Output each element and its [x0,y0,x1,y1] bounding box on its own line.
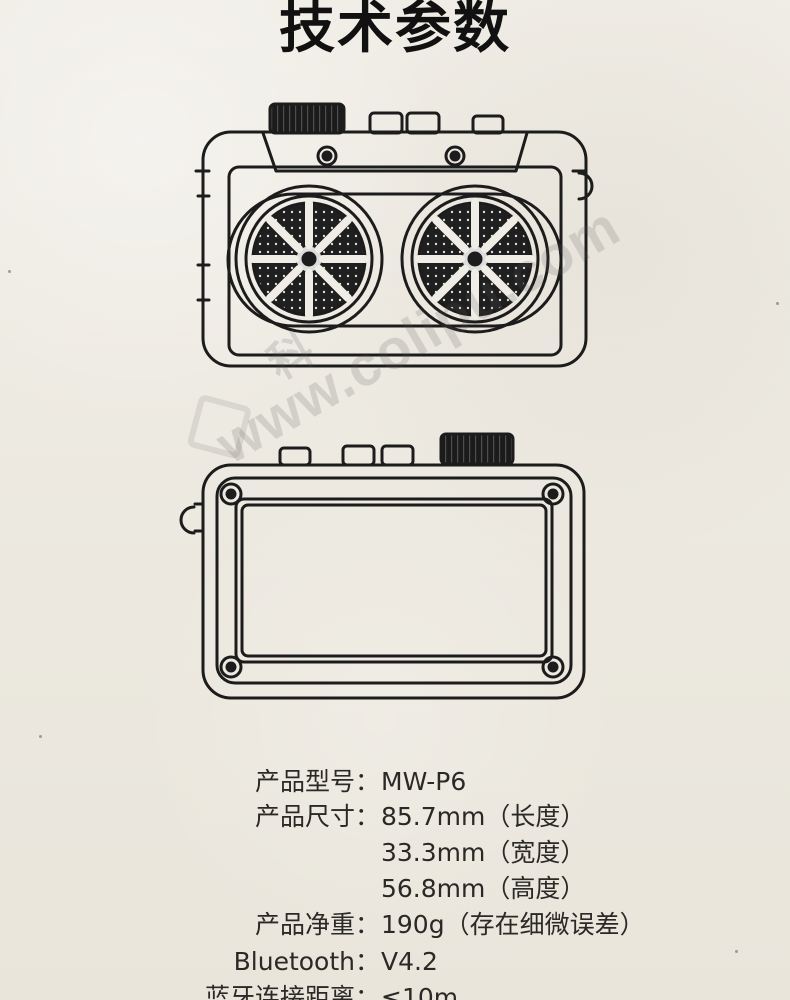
spec-label: 产品型号： [254,767,380,796]
spec-value: V4.2 [381,947,438,976]
page-title: 技术参数 [279,0,511,61]
spec-value: 85.7mm（长度） [381,802,586,831]
paper-speck [776,302,779,305]
spec-row-model: 产品型号： MW-P6 [0,764,790,800]
spec-value: 190g（存在细微误差） [381,910,645,939]
spec-label: Bluetooth： [233,947,380,976]
spec-label: 产品净重： [254,910,380,939]
spec-row-range: 蓝牙连接距离： ≤10m [0,980,790,1000]
spec-value: ≤10m [381,983,459,1000]
speaker-back-icon [179,432,586,700]
paper-speck [735,950,738,953]
paper-speck [8,270,11,273]
paper-speck [39,735,42,738]
spec-value: 56.8mm（高度） [381,874,586,903]
spec-value: 33.3mm（宽度） [381,838,586,867]
spec-label: 蓝牙连接距离： [204,983,380,1000]
spec-row-weight: 产品净重： 190g（存在细微误差） [0,907,790,943]
spec-row-height: 56.8mm（高度） [0,871,790,907]
spec-row-width: 33.3mm（宽度） [0,835,790,871]
speaker-front-icon [194,102,594,368]
spec-label: 产品尺寸： [254,802,380,831]
spec-row-size: 产品尺寸： 85.7mm（长度） [0,799,790,835]
spec-row-bluetooth: Bluetooth： V4.2 [0,944,790,980]
spec-value: MW-P6 [381,767,467,796]
